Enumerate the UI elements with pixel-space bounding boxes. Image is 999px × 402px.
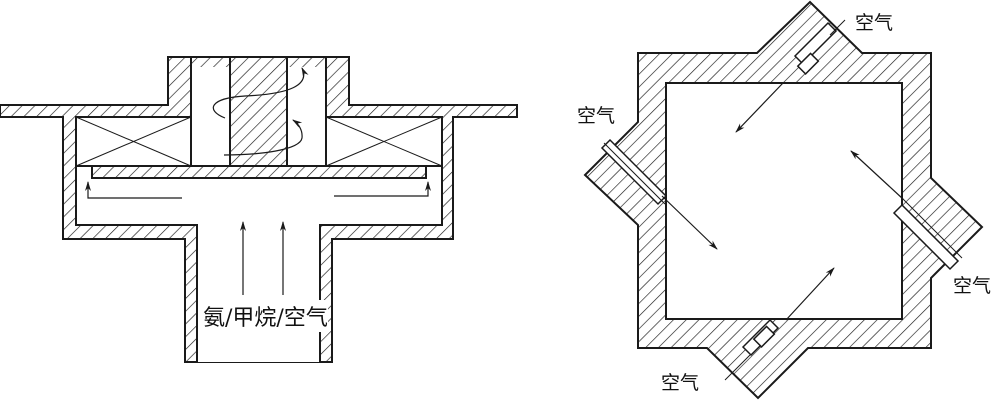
chamber-cavity bbox=[665, 82, 903, 320]
air-label-right: 空气 bbox=[953, 275, 992, 297]
swirl-arrows bbox=[212, 67, 309, 156]
tangential-chamber-section bbox=[583, 0, 984, 400]
swirl-burner-section bbox=[0, 56, 518, 363]
air-label-bottom: 空气 bbox=[661, 372, 700, 394]
air-port-bottom bbox=[724, 318, 780, 381]
inlet-gas-label: 氨/甲烷/空气 bbox=[203, 300, 328, 332]
air-port-right bbox=[892, 197, 963, 271]
air-port-top bbox=[793, 19, 846, 75]
baffle-plate bbox=[91, 165, 427, 179]
air-flow-arrows bbox=[661, 82, 904, 321]
air-port-left bbox=[600, 138, 668, 206]
air-label-left: 空气 bbox=[577, 105, 616, 127]
central-rod bbox=[229, 56, 288, 167]
air-label-top: 空气 bbox=[855, 12, 894, 34]
flow-arrows bbox=[85, 181, 431, 295]
